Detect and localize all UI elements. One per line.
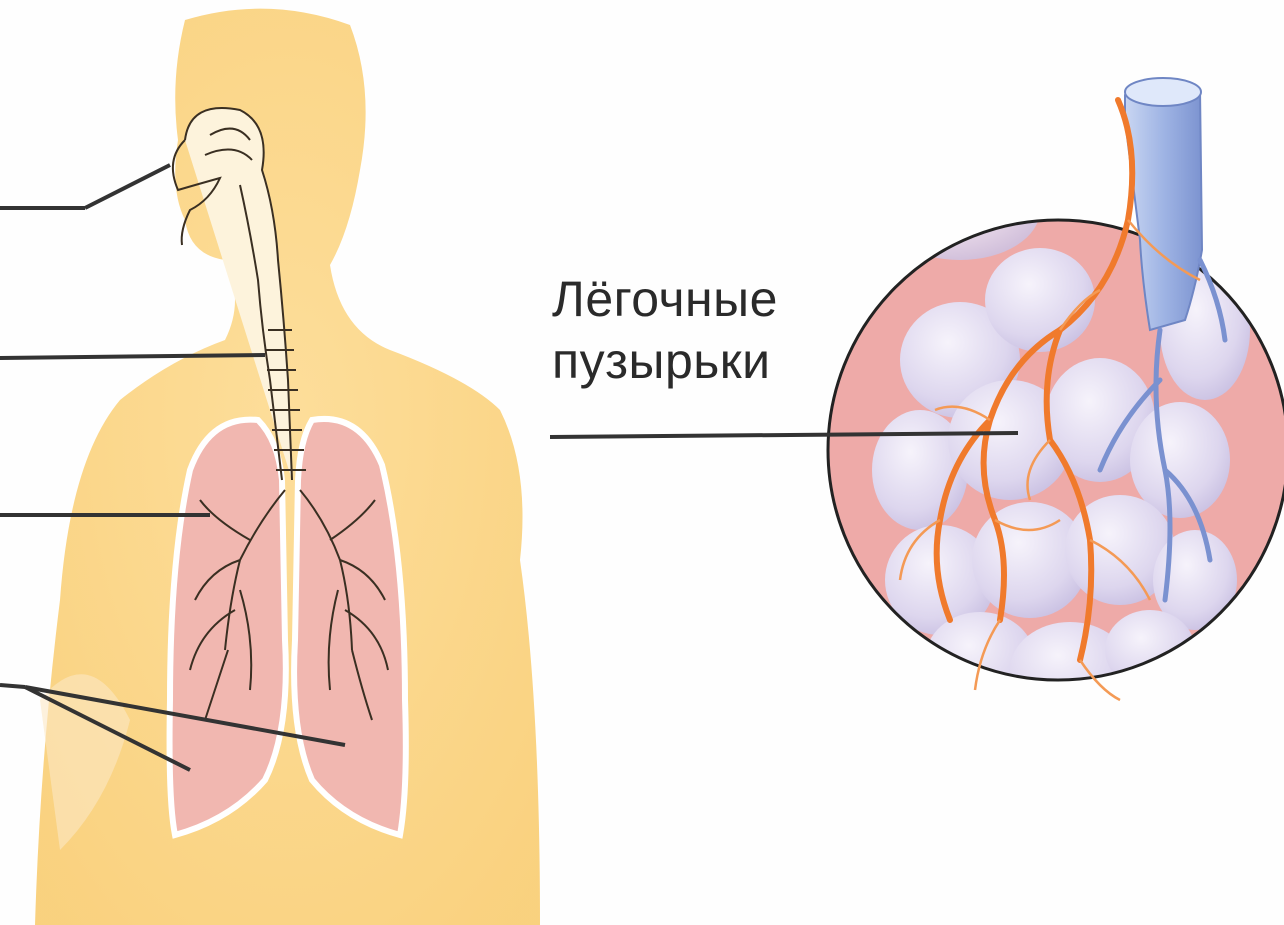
alveoli-cluster-icon xyxy=(828,145,1284,718)
alveoli-label-line1: Лёгочные xyxy=(552,268,778,330)
alveoli-label: Лёгочные пузырьки xyxy=(552,268,778,392)
human-silhouette xyxy=(35,9,540,925)
alveoli-label-line2: пузырьки xyxy=(552,330,778,392)
